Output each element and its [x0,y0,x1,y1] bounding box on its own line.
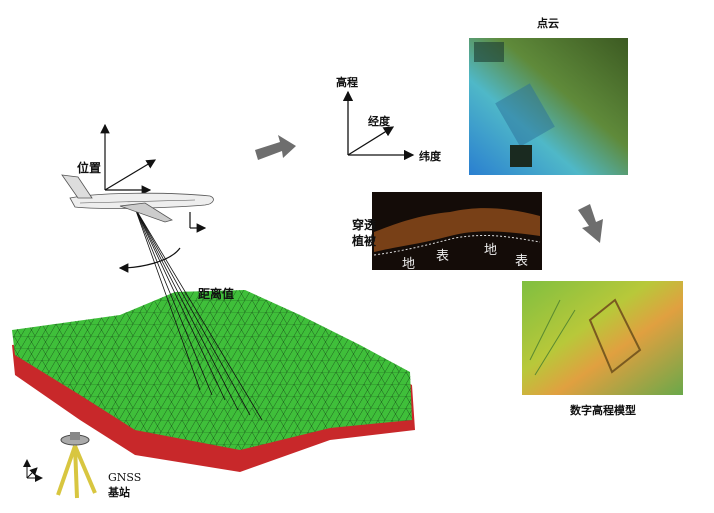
terrain-mesh [12,290,415,472]
down-arrow-icon [578,204,603,243]
gnss-label: GNSS [108,471,141,484]
dem-image [522,281,683,395]
laser-range-lines [134,207,263,421]
range-value-label: 距离值 [198,286,234,301]
aircraft-axes [100,123,207,233]
base-station-label: 基站 [107,485,130,499]
vegetation-profile-image [372,192,542,270]
dem-label: 数字高程模型 [570,403,636,417]
ground-axes [23,459,43,482]
surface-label-1: 表 [436,249,449,264]
penetrate-label-2: 植被 [351,233,377,248]
aircraft-icon [61,174,214,223]
point-cloud-label: 点云 [537,16,559,30]
latitude-label: 纬度 [419,149,442,163]
elevation-label: 高程 [336,75,358,89]
coordinate-axes [342,90,415,161]
right-arrow-icon [255,135,296,160]
point-cloud-image [469,38,628,175]
penetrate-label-1: 穿透 [352,217,377,232]
position-label: 位置 [77,160,101,175]
rotation-arrow-icon [118,247,181,273]
ground-label-1: 地 [402,257,415,272]
ground-label-2: 地 [484,243,497,258]
longitude-label: 经度 [368,114,391,128]
surface-label-2: 表 [515,254,528,269]
gnss-tripod-icon [56,432,97,499]
